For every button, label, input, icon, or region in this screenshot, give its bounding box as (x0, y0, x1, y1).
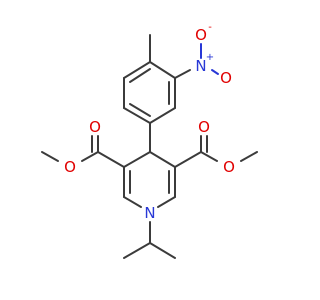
molecule-structure: N + O - O O O O O N (41, 22, 258, 259)
bond-ring-a3-a4 (149, 107, 176, 124)
bond-ch-me2 (149, 242, 176, 259)
bond-ch-me1 (123, 242, 151, 259)
atom-ring-n: N (144, 204, 155, 222)
atom-labels: N + O - O O O O O N (64, 22, 235, 222)
bond-ring-a1-a2 (149, 61, 176, 79)
atom-ester-right-ether-o: O (223, 158, 235, 176)
bond-ester-left-methyl (41, 151, 59, 162)
bond-aryl-nitro (174, 69, 191, 79)
atom-ester-left-ether-o: O (64, 158, 76, 176)
atom-nitro-o-top-charge: - (208, 22, 212, 33)
bond-ring-a4-a5-inner (129, 103, 151, 117)
bond-ring-a6-a1-inner (129, 68, 151, 83)
atom-nitro-n: N (195, 57, 206, 75)
bond-c4-c3 (123, 151, 151, 168)
bond-ester-right-methyl (240, 151, 258, 162)
bonds (41, 34, 258, 259)
bond-c5-ester-right (174, 151, 202, 168)
atom-ester-left-carbonyl-o: O (89, 118, 101, 136)
bond-c4-c5 (149, 151, 176, 168)
atom-ester-right-carbonyl-o: O (198, 118, 210, 136)
bond-ester-right-ether (200, 151, 218, 162)
atom-nitro-n-charge: + (206, 52, 214, 63)
bond-ring-a4-a5 (123, 107, 151, 124)
bond-c6-n1 (157, 196, 176, 208)
nitro-bonds (200, 43, 219, 75)
bond-c2-n1 (123, 196, 142, 208)
bond-nitro-o-bottom (211, 69, 219, 75)
bond-c3-ester-left (97, 151, 125, 168)
bond-ring-a6-a1 (123, 61, 151, 79)
atom-nitro-o-top: O (195, 26, 207, 44)
bond-ester-left-ether (81, 151, 99, 162)
atom-nitro-o-bottom: O (220, 69, 232, 87)
